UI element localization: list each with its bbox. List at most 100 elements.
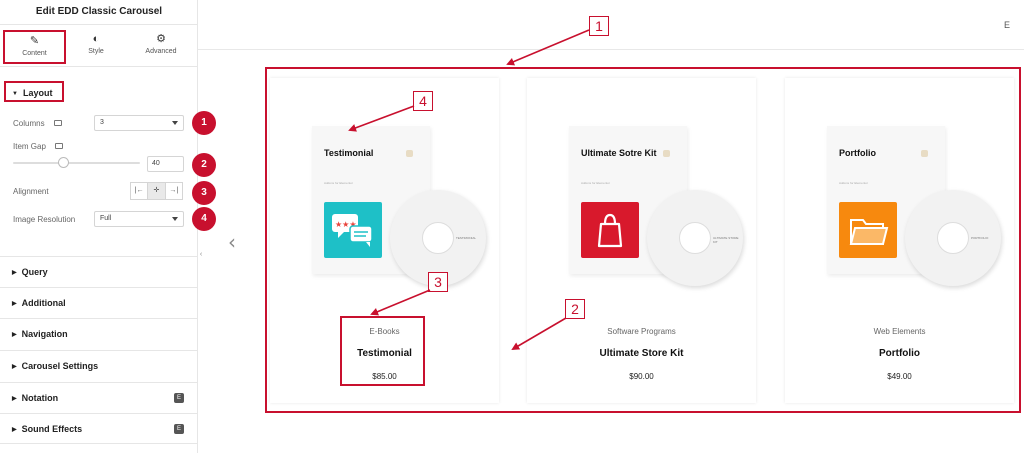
- panel-title: Edit EDD Classic Carousel: [35, 6, 163, 17]
- item-gap-slider-track[interactable]: [13, 162, 140, 164]
- align-center-button[interactable]: ✛: [147, 182, 166, 200]
- section-navigation-label: Navigation: [21, 329, 68, 339]
- callout-number: 1: [589, 16, 609, 36]
- image-resolution-label: Image Resolution: [13, 215, 76, 224]
- section-layout-label: Layout: [22, 88, 53, 98]
- editor-panel: Edit EDD Classic Carousel ✎ Content ◐ St…: [0, 0, 198, 453]
- callout-number: 3: [428, 272, 448, 292]
- columns-label: Columns: [13, 119, 62, 128]
- section-sound-effects[interactable]: ▶ Sound Effects E: [0, 413, 198, 444]
- product-category[interactable]: Software Programs: [607, 327, 676, 336]
- product-image[interactable]: Portfolio Addons for Elementor PORTFOLIO: [785, 78, 1014, 288]
- image-resolution-value: Full: [100, 215, 112, 222]
- item-gap-input[interactable]: 40: [147, 156, 184, 172]
- corner-letter: E: [1004, 20, 1011, 30]
- align-left-button[interactable]: |←: [130, 182, 149, 200]
- callout-number: 4: [413, 91, 433, 111]
- pro-badge-icon: E: [174, 393, 184, 403]
- number-badge: 2: [192, 153, 216, 177]
- alignment-label: Alignment: [13, 187, 49, 196]
- product-image[interactable]: Testimonial Addons for Elementor ★★★ TES…: [270, 78, 499, 288]
- section-layout-toggle[interactable]: ▼ Layout: [12, 88, 52, 98]
- carousel-prev-arrow[interactable]: ‹: [228, 230, 236, 254]
- section-notation[interactable]: ▶ Notation E: [0, 382, 198, 413]
- caret-right-icon: ▶: [12, 427, 17, 433]
- product-card[interactable]: Portfolio Addons for Elementor PORTFOLIO…: [785, 78, 1014, 403]
- section-carousel-settings-label: Carousel Settings: [21, 361, 99, 371]
- section-notation-label: Notation: [21, 393, 59, 403]
- disc-label: TESTIMONIAL: [456, 236, 477, 240]
- folder-icon: [839, 202, 897, 258]
- align-right-button[interactable]: →|: [164, 182, 183, 200]
- disc-hole: [422, 222, 454, 254]
- tab-style-label: Style: [88, 48, 104, 55]
- disc-label: ULTIMATE STORE KIT: [713, 236, 739, 244]
- image-resolution-select[interactable]: Full: [94, 211, 184, 227]
- disc-hole: [937, 222, 969, 254]
- product-title[interactable]: Portfolio: [878, 348, 921, 359]
- callout-number: 2: [565, 299, 585, 319]
- product-disc: ULTIMATE STORE KIT: [647, 190, 743, 286]
- box-title: Testimonial: [324, 148, 374, 158]
- section-query-label: Query: [21, 267, 48, 277]
- product-price: $49.00: [887, 372, 912, 381]
- svg-text:★★★: ★★★: [335, 220, 357, 229]
- desktop-icon[interactable]: [54, 143, 63, 149]
- divider: [198, 49, 1024, 50]
- product-disc: TESTIMONIAL: [390, 190, 486, 286]
- caret-right-icon: ▶: [12, 396, 17, 402]
- number-badge: 4: [192, 207, 216, 231]
- alignment-buttons: |← ✛ →|: [130, 182, 183, 200]
- section-additional-label: Additional: [21, 298, 66, 308]
- product-card[interactable]: Ultimate Sotre Kit Addons for Elementor …: [527, 78, 756, 403]
- logo-dot-icon: [663, 150, 670, 157]
- box-subtitle: Addons for Elementor: [581, 181, 611, 185]
- columns-label-text: Columns: [13, 119, 45, 128]
- item-gap-slider-handle[interactable]: [58, 157, 69, 168]
- desktop-icon[interactable]: [53, 120, 62, 126]
- shopping-bag-icon: [581, 202, 639, 258]
- section-navigation[interactable]: ▶ Navigation: [0, 318, 198, 349]
- carousel-highlight-frame: [265, 67, 1021, 413]
- product-category[interactable]: Web Elements: [873, 327, 926, 336]
- caret-right-icon: ▶: [12, 332, 17, 338]
- section-additional[interactable]: ▶ Additional: [0, 287, 198, 318]
- section-sound-effects-label: Sound Effects: [21, 424, 83, 434]
- tab-content[interactable]: ✎ Content: [3, 30, 66, 64]
- box-title: Portfolio: [839, 148, 876, 158]
- product-disc: PORTFOLIO: [905, 190, 1001, 286]
- tab-content-label: Content: [22, 50, 47, 57]
- text-highlight-frame: [340, 316, 425, 386]
- disc-hole: [679, 222, 711, 254]
- product-title[interactable]: Ultimate Store Kit: [599, 348, 684, 359]
- product-card[interactable]: Testimonial Addons for Elementor ★★★ TES…: [270, 78, 499, 403]
- caret-right-icon: ▶: [12, 301, 17, 307]
- pro-badge-icon: E: [174, 424, 184, 434]
- product-image[interactable]: Ultimate Sotre Kit Addons for Elementor …: [527, 78, 756, 288]
- section-carousel-settings[interactable]: ▶ Carousel Settings: [0, 350, 198, 381]
- item-gap-label-text: Item Gap: [13, 142, 46, 151]
- half-circle-icon: ◐: [92, 33, 100, 45]
- gear-icon: ⚙: [156, 33, 166, 45]
- tab-advanced-label: Advanced: [145, 48, 177, 55]
- collapse-panel-icon[interactable]: ‹: [199, 251, 203, 258]
- caret-right-icon: ▶: [12, 364, 17, 370]
- item-gap-label: Item Gap: [13, 142, 63, 151]
- product-price: $85.00: [372, 372, 397, 381]
- arrow-line: [506, 29, 590, 66]
- box-subtitle: Addons for Elementor: [839, 181, 869, 185]
- logo-dot-icon: [921, 150, 928, 157]
- caret-down-icon: ▼: [12, 91, 18, 97]
- chevron-down-icon: [172, 121, 178, 125]
- columns-select[interactable]: 3: [94, 115, 184, 131]
- number-badge: 3: [192, 181, 216, 205]
- product-category[interactable]: E-Books: [369, 327, 400, 336]
- divider: [0, 24, 198, 25]
- tab-style[interactable]: ◐ Style: [65, 30, 127, 64]
- disc-label: PORTFOLIO: [971, 236, 989, 240]
- section-query[interactable]: ▶Query: [0, 256, 198, 287]
- logo-dot-icon: [406, 150, 413, 157]
- product-title[interactable]: Testimonial: [357, 348, 412, 359]
- tab-advanced[interactable]: ⚙ Advanced: [130, 30, 192, 64]
- divider: [0, 66, 198, 67]
